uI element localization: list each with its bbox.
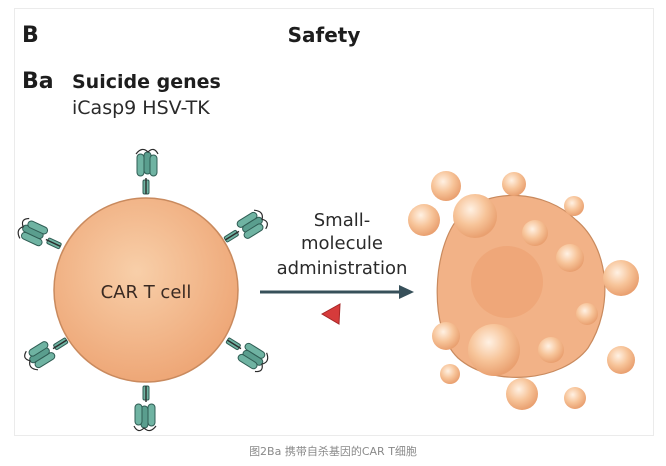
bleb <box>564 196 584 216</box>
bleb <box>538 337 564 363</box>
bleb <box>506 378 538 410</box>
cell-body <box>53 197 239 383</box>
bleb <box>408 204 440 236</box>
panel-title: Safety <box>288 23 361 47</box>
sub-panel-title: Suicide genes <box>72 71 221 93</box>
bleb <box>431 171 461 201</box>
bleb <box>468 324 520 376</box>
process-arrow <box>260 285 414 299</box>
bleb <box>502 172 526 196</box>
sub-panel-letter: Ba <box>22 69 54 94</box>
panel-letter: B <box>22 23 39 48</box>
apoptotic-cell <box>408 171 639 410</box>
arrow-head-icon <box>399 285 414 299</box>
arrow-label-line1: Small- <box>314 210 371 231</box>
bleb <box>603 260 639 296</box>
cell-label: CAR T cell <box>101 282 192 303</box>
arrow-label-line2: molecule <box>301 233 383 254</box>
figure-caption: 图2Ba 携带自杀基因的CAR T细胞 <box>249 445 417 458</box>
bleb <box>607 346 635 374</box>
bleb <box>576 303 598 325</box>
diagram-canvas: B Safety Ba Suicide genes iCasp9 HSV-TK … <box>14 8 654 436</box>
bleb <box>440 364 460 384</box>
bleb <box>522 220 548 246</box>
gene-names: iCasp9 HSV-TK <box>72 97 210 119</box>
drug-molecule-icon <box>320 303 341 325</box>
bleb <box>453 194 497 238</box>
bleb <box>556 244 584 272</box>
bleb <box>432 322 460 350</box>
nucleus <box>471 246 543 318</box>
car-t-cell: CAR T cell <box>53 197 239 383</box>
bleb <box>564 387 586 409</box>
arrow-label-line3: administration <box>277 258 408 279</box>
